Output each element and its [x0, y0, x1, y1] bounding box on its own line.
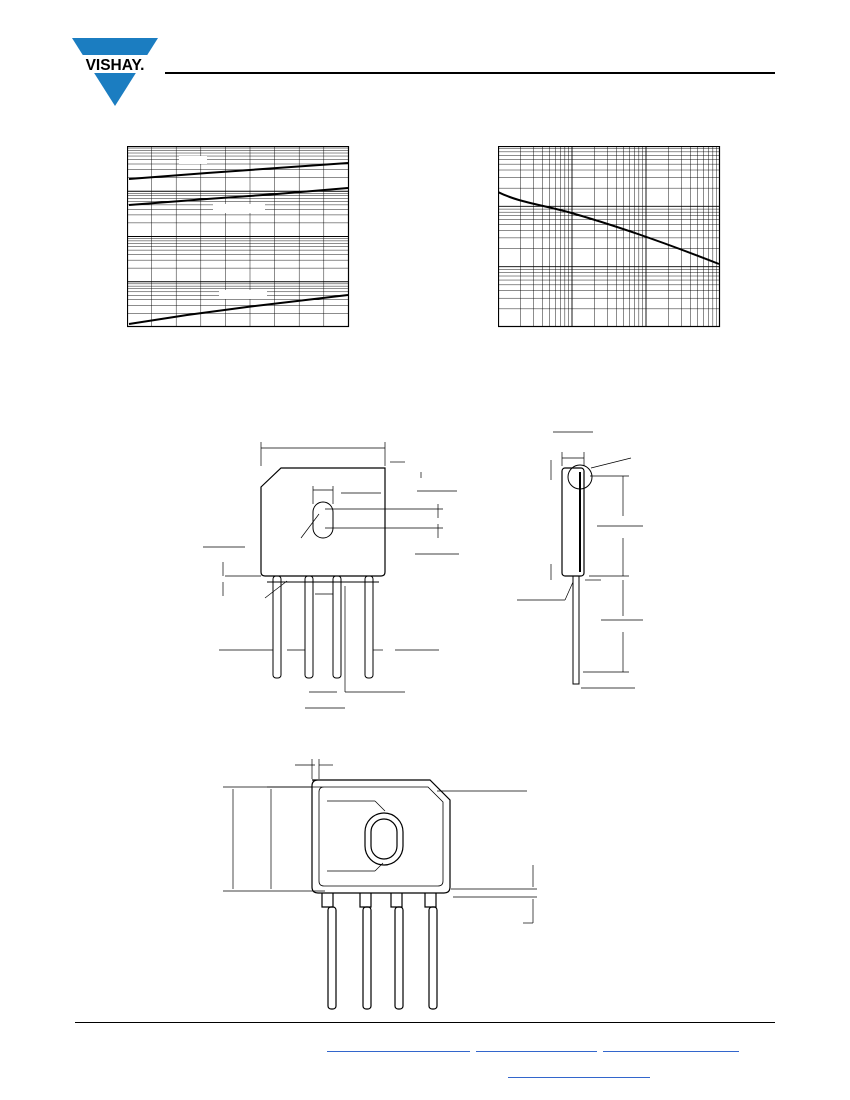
- outline-dimension-lines: [223, 759, 537, 924]
- footer-link-4[interactable]: [508, 1077, 650, 1078]
- graph-grid: [498, 146, 720, 327]
- vishay-logo: VISHAY.: [72, 38, 158, 108]
- graph-frame: [498, 146, 721, 328]
- package-front-view: [203, 442, 459, 709]
- series-line: [498, 191, 720, 265]
- footer-link-3[interactable]: [603, 1051, 739, 1052]
- package-side-view: [517, 431, 643, 689]
- graph-grid: [127, 146, 349, 327]
- outline-hole-outer: [364, 812, 404, 866]
- series-line-2: [128, 187, 349, 206]
- logo-band: [74, 55, 156, 73]
- outline-body-outer: [311, 779, 451, 894]
- detail-circle: [567, 464, 593, 490]
- label-box: [179, 156, 207, 164]
- dimension-lines: [203, 442, 459, 709]
- series-line-3: [128, 294, 349, 325]
- left-log-graph: [127, 146, 350, 328]
- right-log-graph: [498, 146, 721, 328]
- label-box: [213, 204, 265, 213]
- series-line-1: [128, 162, 349, 180]
- label-box: [219, 290, 267, 299]
- side-dimension-lines: [517, 431, 643, 689]
- logo-text: VISHAY.: [86, 57, 145, 74]
- footer-rule: [75, 1022, 775, 1023]
- outline-leads: [321, 893, 438, 1010]
- header-rule: [165, 72, 775, 74]
- mounting-hole: [312, 501, 334, 539]
- package-body: [260, 467, 386, 577]
- footer-link-2[interactable]: [476, 1051, 597, 1052]
- leads: [267, 575, 379, 679]
- side-lead: [572, 575, 580, 685]
- package-outline-view: [223, 759, 537, 1010]
- footer-link-1[interactable]: [327, 1051, 470, 1052]
- outline-hole-inner: [370, 818, 398, 860]
- outline-body-inner: [318, 786, 444, 887]
